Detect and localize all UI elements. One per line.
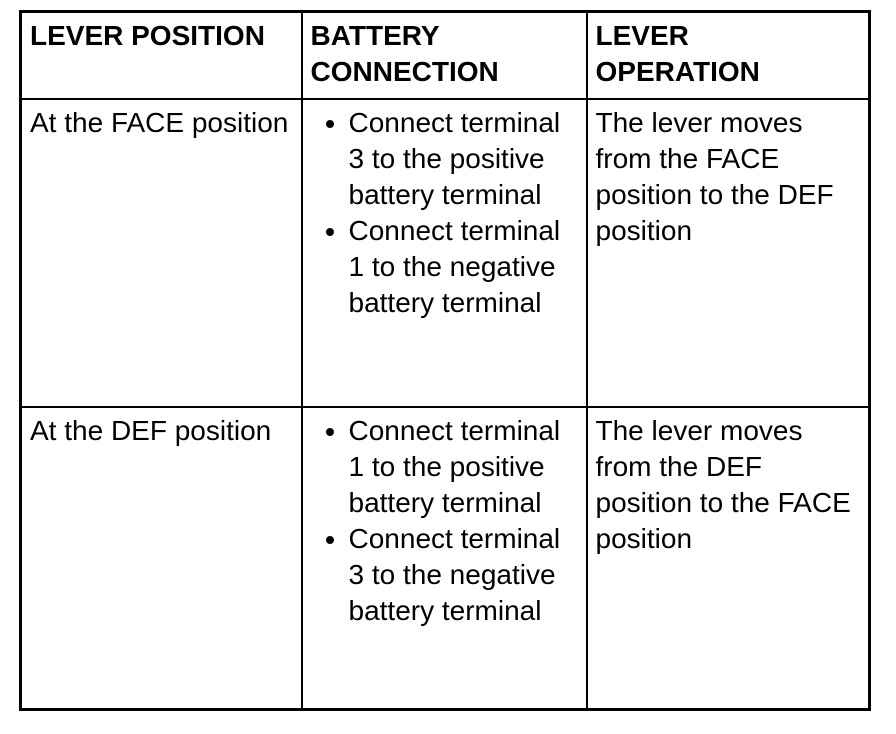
cell-lever-operation: The lever moves from the DEF position to… <box>585 405 871 711</box>
cell-lever-position: At the DEF position <box>19 405 303 711</box>
bullet-item: Connect terminal 3 to the positive batte… <box>349 105 578 213</box>
cell-lever-position: At the FACE position <box>19 97 303 408</box>
header-cell-lever-operation: LEVER OPERATION <box>585 10 871 100</box>
header-cell-lever-position: LEVER POSITION <box>19 10 303 100</box>
cell-battery-connection: Connect terminal 3 to the positive batte… <box>300 97 588 408</box>
bullet-list: Connect terminal 3 to the positive batte… <box>311 105 578 321</box>
table-row: At the DEF position Connect terminal 1 t… <box>19 405 871 711</box>
table-row: At the FACE position Connect terminal 3 … <box>19 97 871 408</box>
bullet-list: Connect terminal 1 to the positive batte… <box>311 413 578 629</box>
table-header-row: LEVER POSITION BATTERY CONNECTION LEVER … <box>19 10 871 100</box>
bullet-item: Connect terminal 1 to the positive batte… <box>349 413 578 521</box>
bullet-item: Connect terminal 3 to the negative batte… <box>349 521 578 629</box>
cell-battery-connection: Connect terminal 1 to the positive batte… <box>300 405 588 711</box>
bullet-item: Connect terminal 1 to the negative batte… <box>349 213 578 321</box>
lever-operation-check-table: LEVER POSITION BATTERY CONNECTION LEVER … <box>19 10 871 711</box>
header-cell-battery-connection: BATTERY CONNECTION <box>300 10 588 100</box>
cell-lever-operation: The lever moves from the FACE position t… <box>585 97 871 408</box>
